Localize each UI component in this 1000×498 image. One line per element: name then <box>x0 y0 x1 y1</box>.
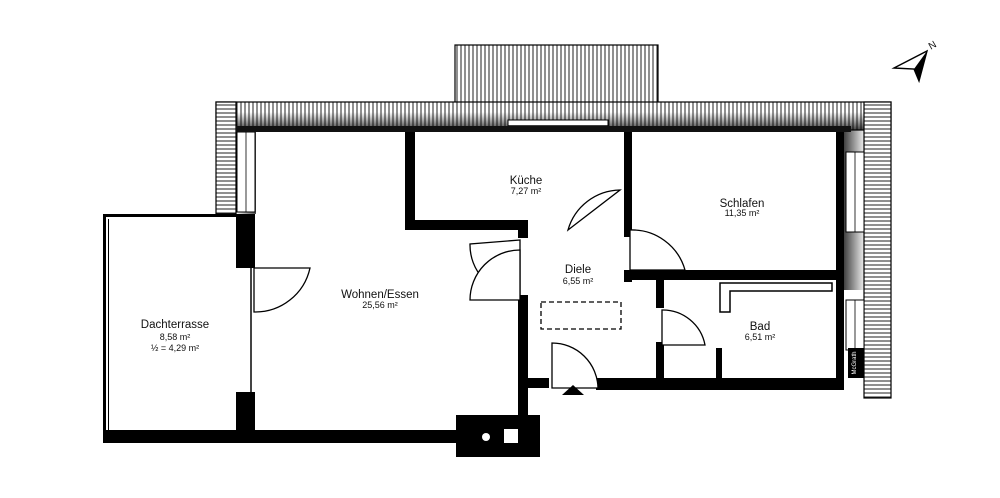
terrace-railing-top <box>103 214 238 217</box>
north-arrow-icon: N <box>891 39 939 84</box>
roof-hatching <box>215 44 892 399</box>
roof-left-band <box>215 101 237 215</box>
door-bath <box>661 309 706 346</box>
watermark: McGrath <box>848 348 864 378</box>
chimney-block <box>456 415 540 457</box>
room-labels: Dachterrasse 8,58 m² ½ = 4,29 m² Wohnen/… <box>141 175 775 353</box>
attic-hatch <box>540 301 622 330</box>
entrance-arrow-icon <box>562 385 584 395</box>
door-kitchen <box>566 189 622 232</box>
wall-bottom-left <box>103 430 463 443</box>
room-name-kueche: Küche <box>510 175 543 187</box>
bath-niche <box>719 282 833 313</box>
door-entrance <box>551 342 599 389</box>
door-bedroom <box>629 229 686 271</box>
room-name-wohnen: Wohnen/Essen <box>341 289 419 301</box>
room-name-bad: Bad <box>750 321 770 333</box>
roof-right-band <box>863 101 892 399</box>
room-area-dachterrasse: 8,58 m² <box>160 332 191 342</box>
room-area-wohnen: 25,56 m² <box>362 300 398 310</box>
room-area-schlafen: 11,35 m² <box>725 208 760 218</box>
room-name-diele: Diele <box>565 264 591 276</box>
room-name-dachterrasse: Dachterrasse <box>141 319 209 331</box>
walls <box>103 126 851 457</box>
compass-label: N <box>927 39 939 52</box>
room-note-dachterrasse: ½ = 4,29 m² <box>151 343 199 353</box>
chimney-openings <box>482 429 518 443</box>
room-area-diele: 6,55 m² <box>563 276 594 286</box>
room-name-schlafen: Schlafen <box>720 198 765 210</box>
windows <box>236 119 865 351</box>
door-terrace <box>253 267 311 313</box>
door-living-2 <box>469 249 521 301</box>
room-area-kueche: 7,27 m² <box>511 186 542 196</box>
room-area-bad: 6,51 m² <box>745 332 776 342</box>
doors <box>253 189 706 389</box>
svg-text:McGrath: McGrath <box>852 351 858 374</box>
